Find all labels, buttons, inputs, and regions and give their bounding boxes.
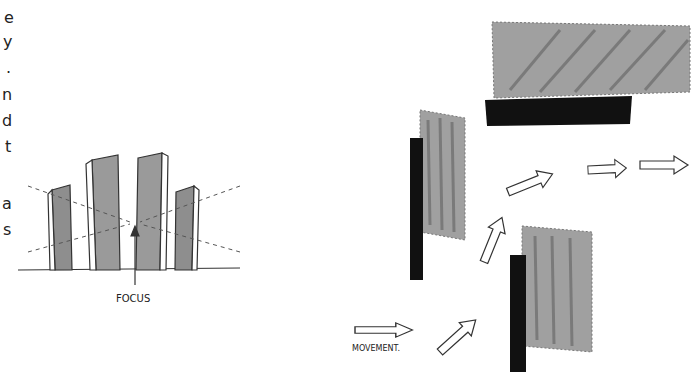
hatching — [428, 118, 454, 232]
sketch-label: FOCUS — [116, 294, 150, 304]
text-fragment: e — [4, 10, 14, 26]
sight-lines — [28, 186, 240, 252]
text-fragment: t — [5, 139, 11, 155]
text-fragment: y — [3, 34, 12, 50]
movement-sketch — [355, 22, 690, 372]
wall-edge — [410, 138, 423, 280]
slab — [92, 155, 120, 270]
slab — [136, 153, 162, 270]
focus-sketch — [18, 153, 240, 285]
slab-edge — [192, 186, 199, 270]
arrow-head — [131, 226, 139, 236]
movement-arrows — [355, 156, 688, 359]
text-fragment: d — [2, 113, 12, 129]
sketch-label: MOVEMENT. — [352, 345, 400, 353]
slab-top — [492, 22, 690, 98]
text-fragment: a — [2, 196, 12, 212]
text-fragment: s — [3, 222, 11, 238]
slab-edge — [48, 190, 55, 270]
wall-edge — [510, 255, 526, 372]
wall-face — [522, 226, 592, 352]
slab-edge — [86, 160, 96, 270]
slab-edge — [160, 153, 168, 270]
hatching — [535, 236, 572, 346]
text-fragment: n — [2, 87, 12, 103]
wall-face — [420, 110, 465, 240]
slab-edge — [485, 96, 632, 126]
slab — [175, 186, 194, 270]
focus-arrow — [134, 232, 135, 285]
hatching — [510, 30, 688, 92]
text-fragment: . — [6, 60, 11, 76]
